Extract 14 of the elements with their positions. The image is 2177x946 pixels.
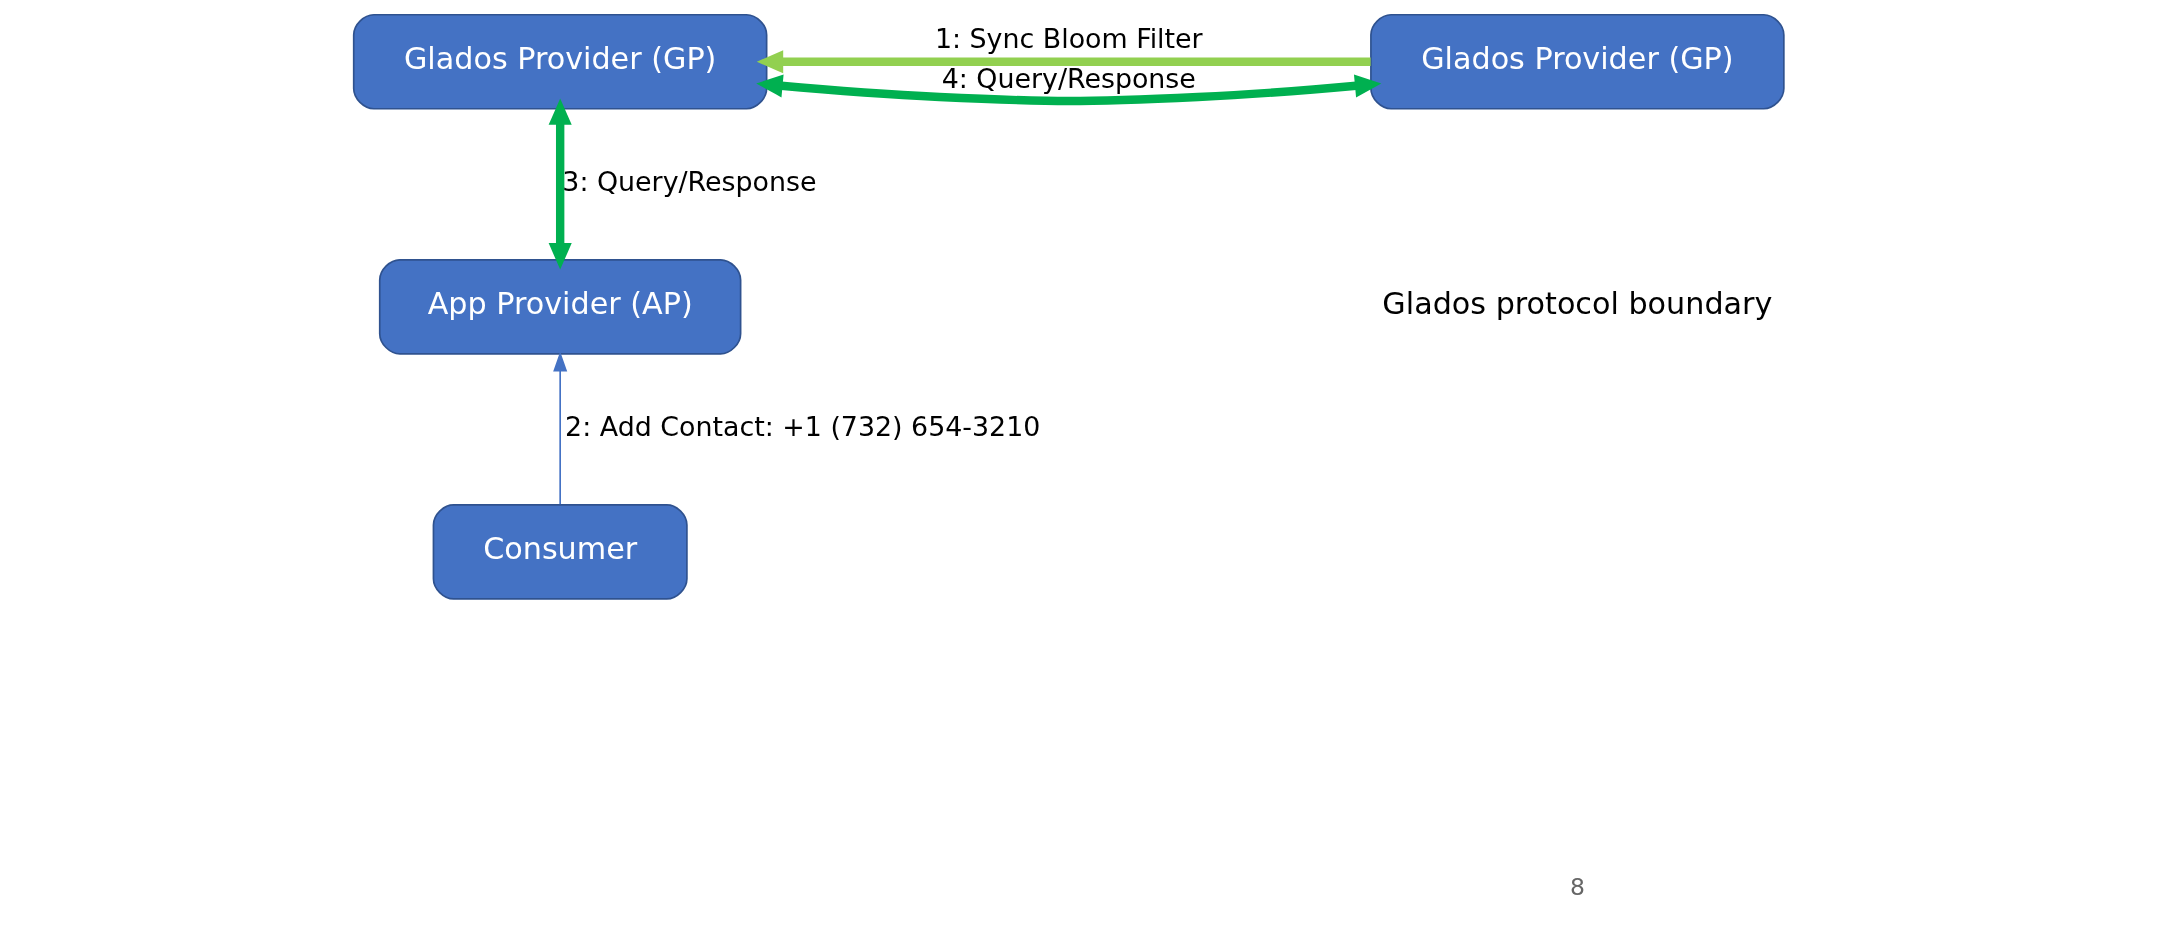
node-box: Glados Provider (GP) bbox=[352, 13, 768, 110]
arrow bbox=[756, 74, 1382, 106]
node-box: App Provider (AP) bbox=[378, 259, 742, 355]
label: 8 bbox=[1569, 872, 1585, 901]
arrow bbox=[548, 98, 572, 270]
edge-label: 1: Sync Bloom Filter bbox=[934, 22, 1203, 54]
arrow bbox=[756, 50, 1371, 74]
label: Glados protocol boundary bbox=[1382, 286, 1773, 322]
edge-label: 3: Query/Response bbox=[562, 165, 817, 197]
node-box: Glados Provider (GP) bbox=[1370, 13, 1785, 110]
arrow bbox=[553, 351, 568, 505]
node-box: Consumer bbox=[432, 504, 688, 600]
edge-label: 4: Query/Response bbox=[941, 63, 1196, 95]
edge-label: 2: Add Contact: +1 (732) 654-3210 bbox=[565, 410, 1041, 442]
